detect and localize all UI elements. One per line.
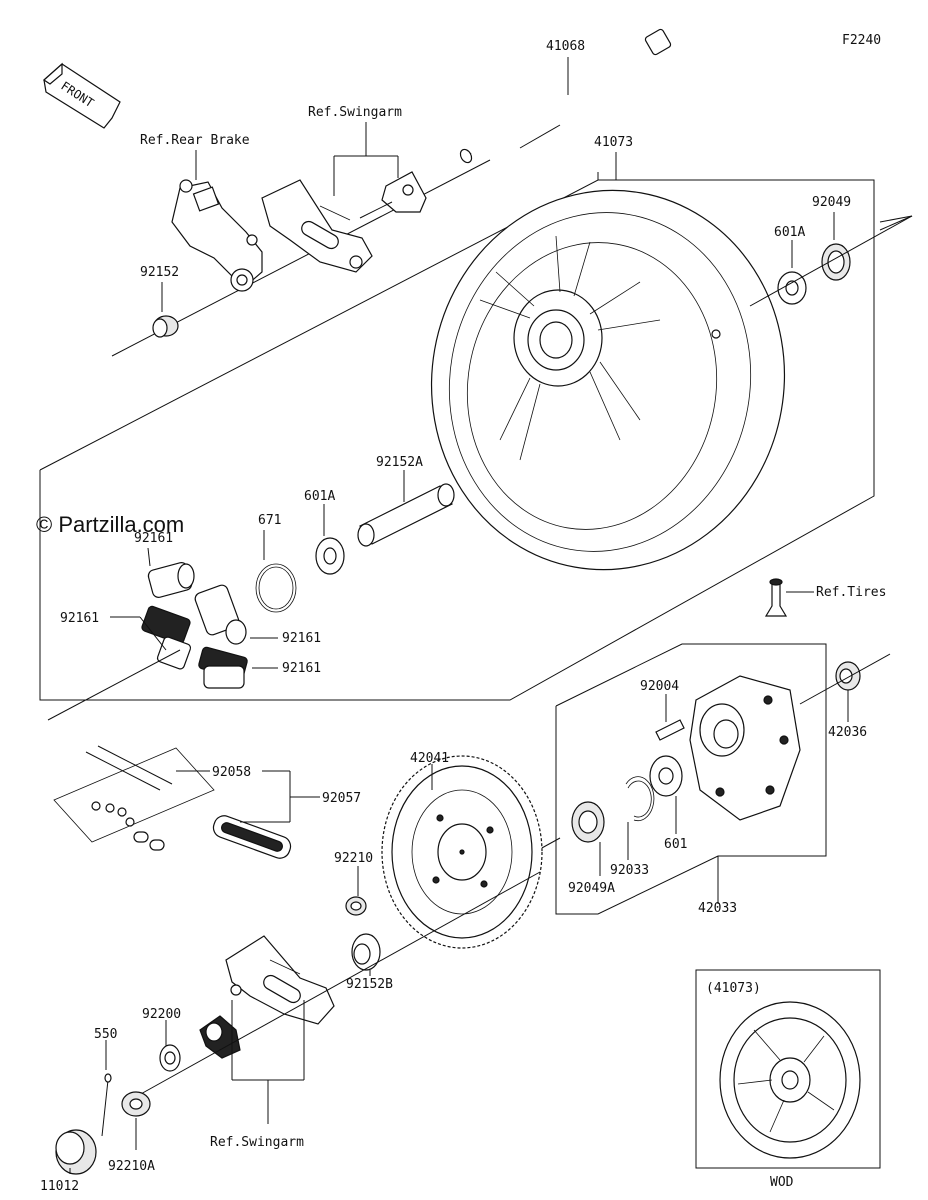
castle-nut-92210A bbox=[121, 1091, 151, 1150]
rear-wheel-41073 bbox=[430, 152, 786, 571]
inset-caption: WOD bbox=[770, 1175, 794, 1190]
circlip-92033 bbox=[625, 776, 655, 860]
damper-92161-c bbox=[194, 584, 247, 645]
sprocket-42041 bbox=[381, 755, 543, 949]
part-label-41073: 41073 bbox=[594, 135, 633, 150]
collar-92152B bbox=[351, 933, 381, 976]
part-label-550: 550 bbox=[94, 1027, 117, 1042]
watermark: © Partzilla.com bbox=[36, 512, 184, 537]
part-label-92049A: 92049A bbox=[568, 881, 615, 896]
seal-92049A bbox=[571, 801, 605, 876]
part-label-42033: 42033 bbox=[698, 901, 737, 916]
inset-title: (41073) bbox=[706, 981, 761, 996]
right-axle-centerline bbox=[749, 215, 913, 307]
part-label-92152: 92152 bbox=[140, 265, 179, 280]
ref-tires-label: Ref.Tires bbox=[816, 585, 886, 600]
part-label-92210: 92210 bbox=[334, 851, 373, 866]
cap-11012 bbox=[55, 1129, 97, 1175]
figure-code: F2240 bbox=[842, 33, 881, 48]
bearing-601 bbox=[649, 755, 683, 834]
part-label-92033: 92033 bbox=[610, 863, 649, 878]
part-label-42036: 42036 bbox=[828, 725, 867, 740]
front-arrow-icon: FRONT bbox=[43, 62, 121, 129]
part-label-92200: 92200 bbox=[142, 1007, 181, 1022]
part-label-11012: 11012 bbox=[40, 1179, 79, 1194]
part-label-92004: 92004 bbox=[640, 679, 679, 694]
cotter-pin-550 bbox=[101, 1040, 112, 1137]
part-label-42041: 42041 bbox=[410, 751, 449, 766]
damper-92161-a bbox=[147, 562, 195, 598]
part-label-92152B: 92152B bbox=[346, 977, 393, 992]
bearing-601A-top bbox=[777, 240, 807, 305]
ref-swingarm-top-label: Ref.Swingarm bbox=[308, 105, 402, 120]
swingarm-adjuster-bottom bbox=[199, 935, 335, 1124]
part-label-671: 671 bbox=[258, 513, 281, 528]
swingarm-adjuster-top bbox=[261, 122, 427, 273]
part-label-92049: 92049 bbox=[812, 195, 851, 210]
nut-92210 bbox=[345, 866, 367, 916]
part-label-92058: 92058 bbox=[212, 765, 251, 780]
rear-brake-bracket bbox=[171, 150, 263, 292]
part-label-92057: 92057 bbox=[322, 791, 361, 806]
part-label-92161-b: 92161 bbox=[60, 611, 99, 626]
coupling-hub-42033 bbox=[689, 675, 801, 821]
part-label-601: 601 bbox=[664, 837, 687, 852]
washer-92200 bbox=[159, 1020, 181, 1072]
collar-42036 bbox=[835, 661, 861, 722]
part-label-601A-top: 601A bbox=[774, 225, 805, 240]
damper-centerline bbox=[47, 649, 181, 721]
collar-92152A bbox=[357, 470, 455, 547]
ref-rear-brake-label: Ref.Rear Brake bbox=[140, 133, 250, 148]
damper-92161-b bbox=[141, 605, 192, 670]
part-label-92161-a: 92161 bbox=[134, 531, 173, 546]
part-label-41068: 41068 bbox=[546, 39, 585, 54]
part-label-92210A: 92210A bbox=[108, 1159, 155, 1174]
coupling-group-outline bbox=[555, 643, 827, 915]
damper-92161-d bbox=[198, 646, 248, 689]
chain-92057 bbox=[53, 745, 320, 859]
part-label-601A-mid: 601A bbox=[304, 489, 335, 504]
ref-swingarm-bottom-label: Ref.Swingarm bbox=[210, 1135, 304, 1150]
stud-92004 bbox=[655, 694, 685, 741]
spacer-92152 bbox=[152, 282, 179, 338]
tire-valve bbox=[764, 578, 814, 617]
bearing-601A-mid bbox=[315, 504, 345, 575]
o-ring-671 bbox=[255, 530, 297, 613]
seal-92049 bbox=[821, 212, 851, 281]
part-label-92152A: 92152A bbox=[376, 455, 423, 470]
inset-wheel-variant bbox=[695, 969, 881, 1169]
lower-axle-centerline bbox=[129, 871, 541, 1101]
part-label-92161-d: 92161 bbox=[282, 661, 321, 676]
axle-41068 bbox=[459, 28, 672, 164]
part-label-92161-c: 92161 bbox=[282, 631, 321, 646]
